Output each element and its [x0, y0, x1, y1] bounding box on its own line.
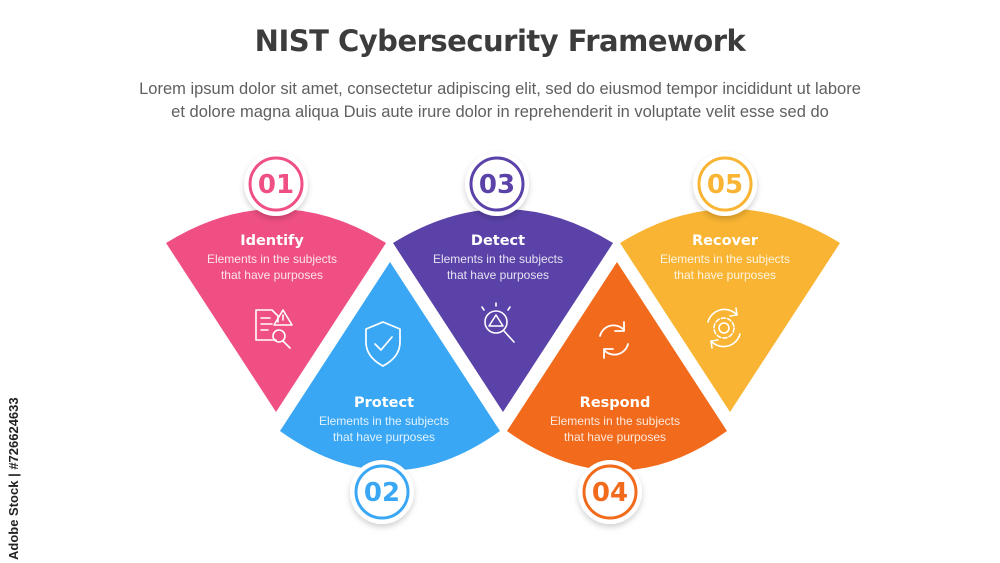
petal-respond [507, 262, 727, 471]
badge-protect [350, 460, 414, 524]
number-respond: 04 [592, 478, 628, 508]
badge-respond [578, 460, 642, 524]
step-identify: 01 Identify Elements in the subjects tha… [166, 152, 386, 412]
page-title: NIST Cybersecurity Framework [254, 24, 746, 58]
watermark-text: Adobe Stock | #726624633 [6, 397, 21, 560]
step-respond: 04 Respond Elements in the subjects that… [507, 262, 727, 524]
desc2-respond: that have purposes [564, 430, 666, 444]
number-protect: 02 [364, 478, 400, 508]
magnifier-alert-icon [481, 302, 515, 343]
title-protect: Protect [354, 395, 414, 411]
number-detect: 03 [479, 170, 515, 200]
title-identify: Identify [240, 233, 304, 249]
step-detect: 03 Detect Elements in the subjects that … [393, 152, 613, 412]
number-recover: 05 [707, 170, 743, 200]
petal-identify [166, 209, 386, 412]
step-protect: 02 Protect Elements in the subjects that… [280, 262, 500, 524]
desc1-identify: Elements in the subjects [207, 252, 337, 266]
badge-recover [693, 152, 757, 216]
desc2-recover: that have purposes [674, 268, 776, 282]
shield-check-icon [365, 321, 401, 367]
gear-cycle-icon [707, 307, 741, 349]
title-respond: Respond [580, 395, 651, 411]
title-detect: Detect [471, 233, 525, 249]
desc2-detect: that have purposes [447, 268, 549, 282]
desc2-protect: that have purposes [333, 430, 435, 444]
desc1-respond: Elements in the subjects [550, 414, 680, 428]
desc1-recover: Elements in the subjects [660, 252, 790, 266]
page-subtitle: Lorem ipsum dolor sit amet, consectetur … [40, 78, 960, 124]
title-recover: Recover [692, 233, 759, 249]
document-search-warning-icon [255, 309, 293, 349]
subtitle-line-1: Lorem ipsum dolor sit amet, consectetur … [139, 80, 861, 98]
badge-detect [465, 152, 529, 216]
desc1-detect: Elements in the subjects [433, 252, 563, 266]
petal-protect [280, 262, 500, 471]
badge-identify [244, 152, 308, 216]
step-recover: 05 Recover Elements in the subjects that… [620, 152, 840, 412]
number-identify: 01 [258, 170, 294, 200]
desc1-protect: Elements in the subjects [319, 414, 449, 428]
subtitle-line-2: et dolore magna aliqua Duis aute irure d… [171, 103, 829, 121]
sync-arrows-icon [599, 321, 629, 359]
petal-detect [393, 209, 613, 412]
desc2-identify: that have purposes [221, 268, 323, 282]
